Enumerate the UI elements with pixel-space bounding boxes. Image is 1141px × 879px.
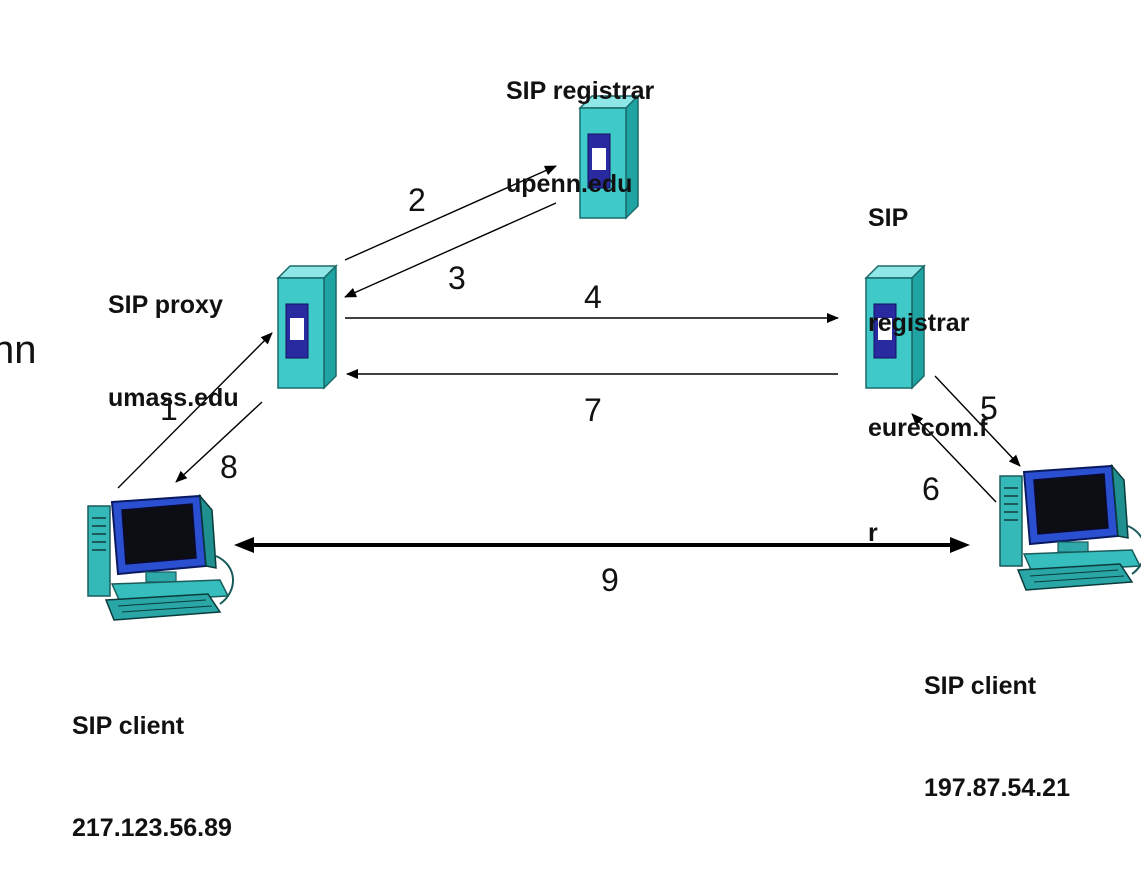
step-label-4: 4 xyxy=(584,279,602,315)
client-right-label-line1: SIP client xyxy=(924,672,1037,700)
step-label-6: 6 xyxy=(922,471,940,507)
client-left-label-line2: 217.123.56.89 xyxy=(72,814,232,842)
arrow-step-6 xyxy=(911,413,997,503)
registrar-upenn-label: SIP registrar upenn.edu xyxy=(506,14,654,231)
step-label-8: 8 xyxy=(220,449,238,485)
arrow-step-5 xyxy=(934,375,1021,467)
step-label-1: 1 xyxy=(160,391,178,427)
registrar-upenn-label-line2: upenn.edu xyxy=(506,170,633,198)
registrar-eurecom-label-line4: r xyxy=(868,519,878,547)
registrar-eurecom-label-line1: SIP xyxy=(868,204,909,232)
proxy-umass-label: SIP proxy umass.edu xyxy=(108,228,239,445)
step-label-7: 7 xyxy=(584,392,602,428)
registrar-eurecom-label-line3: eurecom.f xyxy=(868,414,988,442)
arrow-step-3 xyxy=(344,202,557,298)
arrow-step-2 xyxy=(344,165,557,261)
client-right-label-line2: 197.87.54.21 xyxy=(924,774,1070,802)
step-label-3: 3 xyxy=(448,260,466,296)
step-label-5: 5 xyxy=(980,390,998,426)
proxy-umass-label-line1: SIP proxy xyxy=(108,291,223,319)
client-left-label-line1: SIP client xyxy=(72,712,185,740)
proxy-umass-server-icon xyxy=(277,265,337,389)
step-label-2: 2 xyxy=(408,182,426,218)
arrow-step-8 xyxy=(175,401,263,483)
client-right-computer-icon xyxy=(999,465,1141,591)
sip-diagram-canvas xyxy=(87,95,1141,621)
step-label-9: 9 xyxy=(601,562,619,598)
registrar-eurecom-label: SIP registrar eurecom.f r xyxy=(868,131,987,586)
cropped-text-fragment: nn xyxy=(0,328,37,372)
client-right-label: SIP client 197.87.54.21 xyxy=(924,601,1070,839)
proxy-umass-label-line2: umass.edu xyxy=(108,384,239,412)
registrar-upenn-label-line1: SIP registrar xyxy=(506,77,655,105)
client-left-label: SIP client 217.123.56.89 xyxy=(72,641,232,879)
arrow-step-1 xyxy=(117,332,273,489)
registrar-eurecom-label-line2: registrar xyxy=(868,309,970,337)
client-left-computer-icon xyxy=(87,495,235,621)
